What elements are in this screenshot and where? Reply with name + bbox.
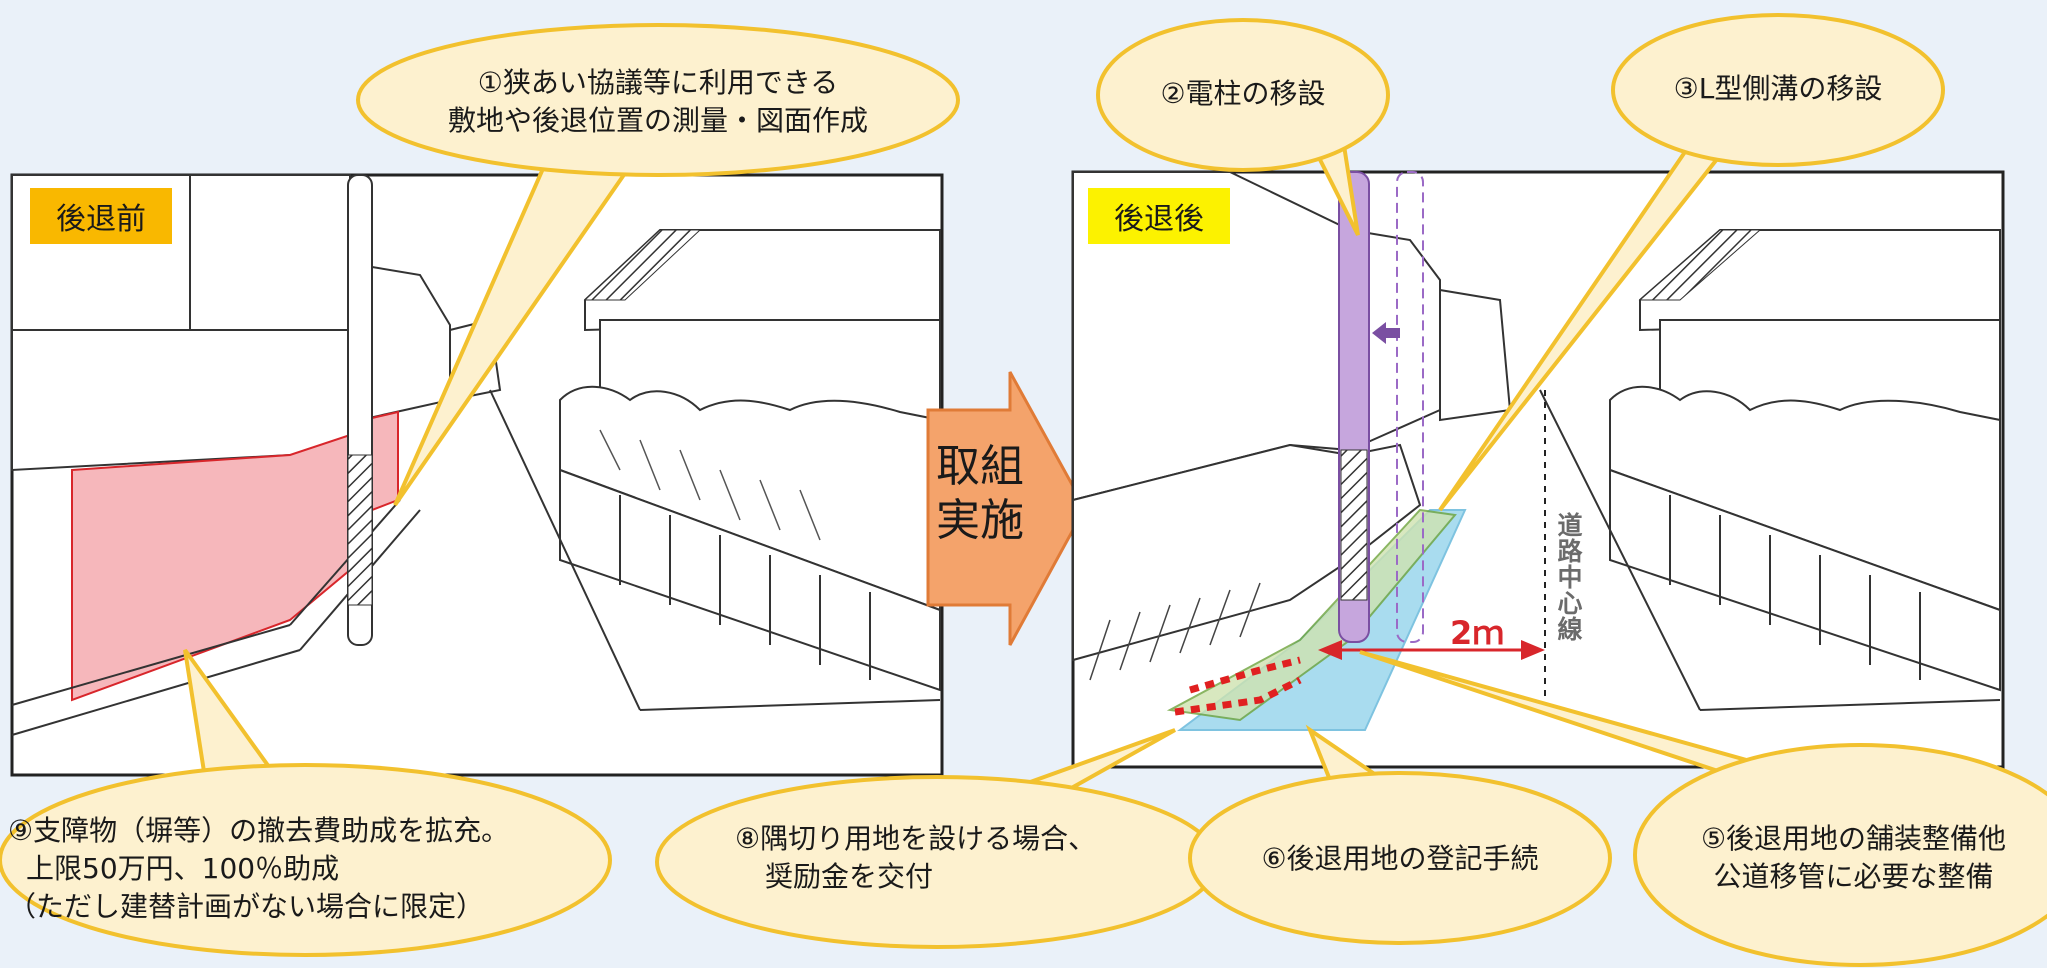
callout-1-bubble: [356, 23, 960, 177]
callout-8-text: ⑧隅切り用地を設ける場合、 奨励金を交付: [735, 820, 1096, 896]
callout-3-bubble: [1611, 13, 1945, 167]
callout-8-line1: ⑧隅切り用地を設ける場合、: [735, 822, 1097, 855]
callout-8-line2: 奨励金を交付: [765, 860, 934, 893]
callout-5-text: ⑤後退用地の舗装整備他 公道移管に必要な整備: [1660, 820, 2047, 896]
after-tag: 後退後: [1088, 188, 1230, 244]
callout-2-bubble: [1096, 18, 1390, 172]
callout-9-text: ⑨支障物（塀等）の撤去費助成を拡充。 上限50万円、100％助成 （ただし建替計…: [8, 812, 509, 926]
arrow-shape: [926, 371, 1087, 646]
callout-5-line2: 公道移管に必要な整備: [1713, 860, 1994, 893]
curb-area: [1166, 508, 1457, 722]
callout-1-line1: ①狭あい協議等に利用できる: [477, 66, 839, 99]
after-illustration: [1071, 170, 2005, 769]
callout-1-text: ①狭あい協議等に利用できる 敷地や後退位置の測量・図面作成: [408, 64, 908, 140]
callout-1-line2: 敷地や後退位置の測量・図面作成: [447, 104, 868, 137]
callout-5-bubble: [1633, 743, 2047, 967]
move-arrow: [1372, 322, 1400, 344]
corner-cut-line: [1174, 656, 1302, 716]
callout-9-line2: 上限50万円、100％助成: [26, 852, 340, 885]
arrow-label-line2: 実施: [936, 495, 1024, 546]
distance-label: 2ｍ: [1450, 614, 1505, 652]
callout-9-bubble: [0, 763, 612, 957]
callouts: [0, 13, 2047, 967]
callout-3-text: ③L型側溝の移設: [1673, 72, 1883, 105]
old-pole-outline: [1396, 171, 1424, 643]
callout-2-text: ②電柱の移設: [1160, 77, 1326, 110]
center-arrow-label: 取組 実施: [930, 440, 1030, 548]
arrow-label-line1: 取組: [936, 441, 1024, 492]
before-illustration: [10, 173, 944, 777]
callout-6-text: ⑥後退用地の登記手続: [1261, 842, 1539, 875]
centerline-label: 道路中心線: [1554, 512, 1583, 642]
callout-6-bubble: [1188, 771, 1612, 945]
before-tag: 後退前: [30, 188, 172, 244]
callout-5-line1: ⑤後退用地の舗装整備他: [1700, 822, 2007, 855]
callout-9-line3: （ただし建替計画がない場合に限定）: [8, 890, 485, 923]
callout-9-line1: ⑨支障物（塀等）の撤去費助成を拡充。: [8, 814, 510, 847]
